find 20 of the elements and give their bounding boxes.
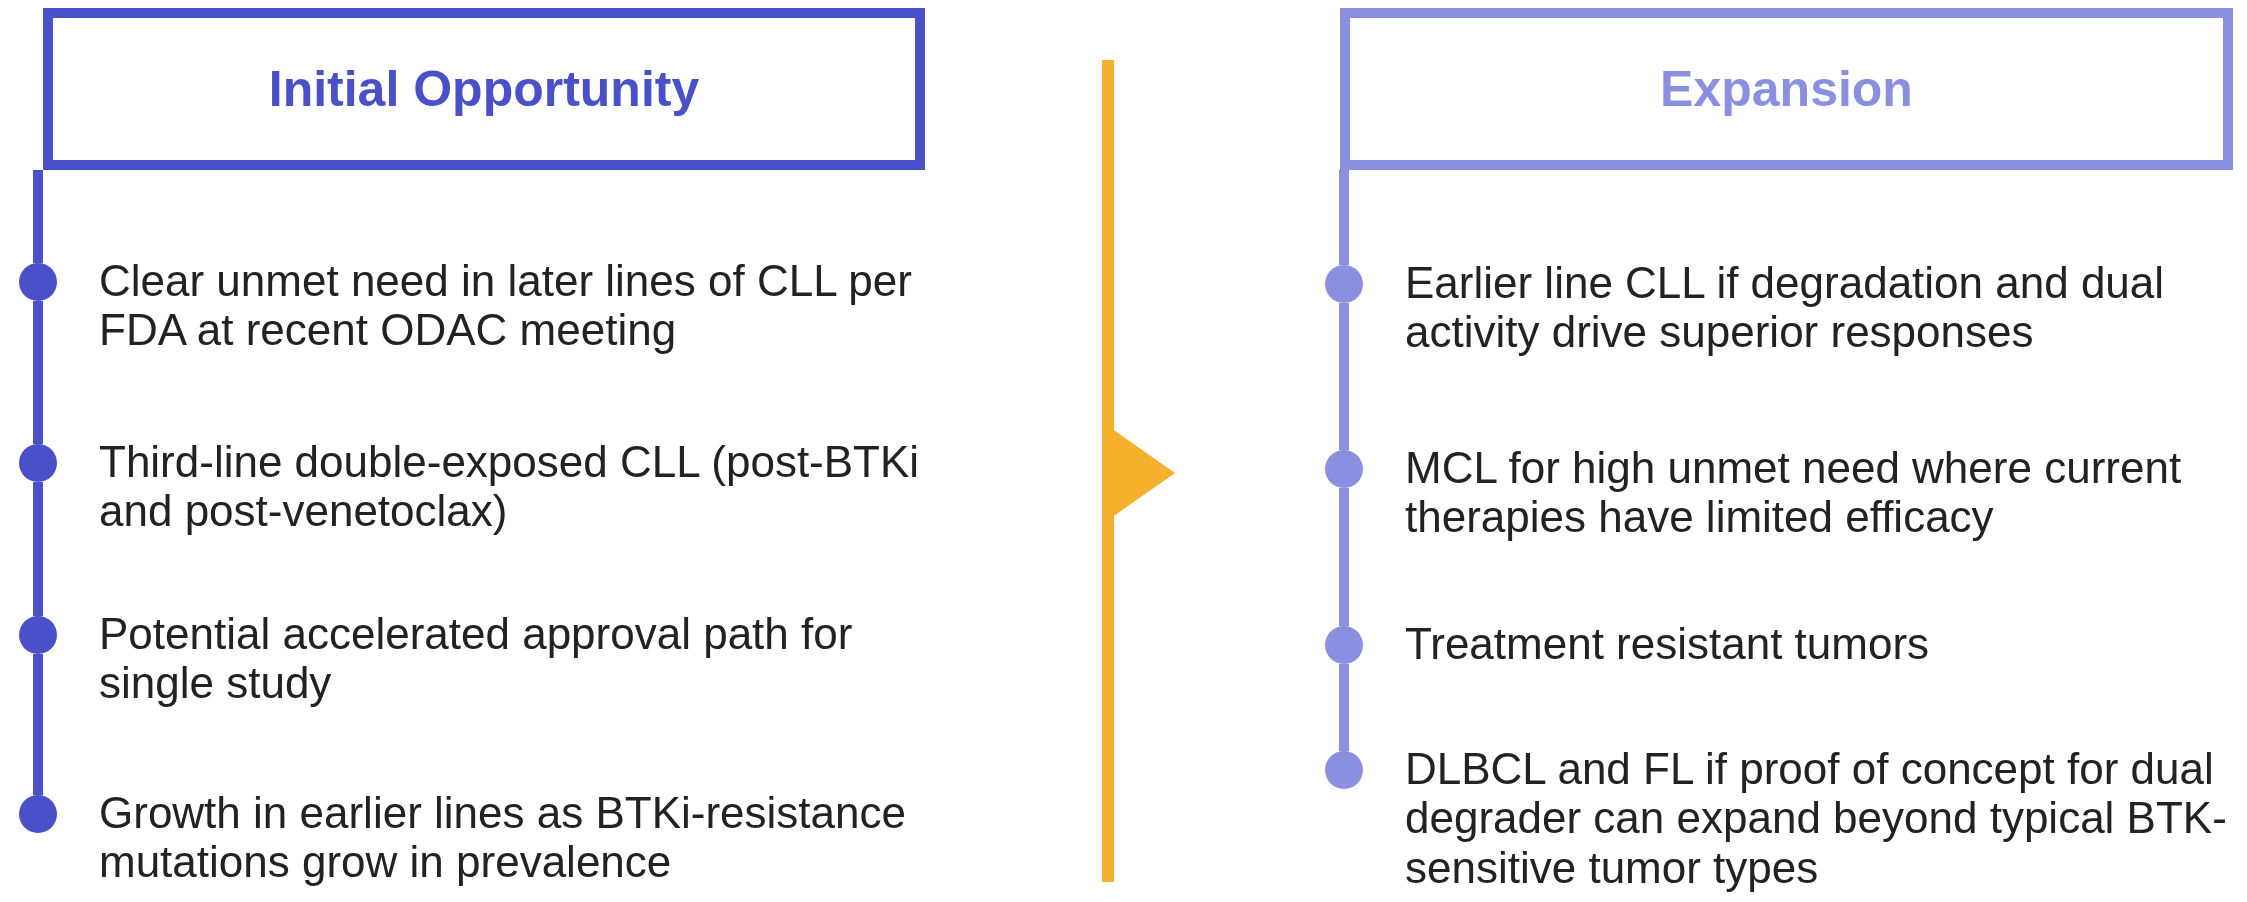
bullet-text: Earlier line CLL if degradation and dual activity drive superior responses <box>1405 258 2166 357</box>
heading-text: Initial Opportunity <box>268 60 700 118</box>
heading-box <box>1340 8 2233 170</box>
heading-box <box>43 8 925 170</box>
timeline-line <box>1339 488 1349 626</box>
timeline-line <box>33 482 43 616</box>
timeline-line <box>33 170 43 263</box>
bullet-text: Third-line double-exposed CLL (post-BTKi and post-venetoclax) <box>99 437 921 536</box>
timeline-line <box>1339 303 1349 450</box>
bullet-text: Potential accelerated approval path for single study <box>99 609 854 708</box>
timeline-line <box>1339 664 1349 751</box>
timeline-line <box>33 301 43 444</box>
bullet-text: MCL for high unmet need where current therapies have limited efficacy <box>1405 443 2183 542</box>
bullet-text: Treatment resistant tumors <box>1405 619 1931 669</box>
bullet-text: DLBCL and FL if proof of concept for dual degrader can expand beyond typical BTK-sensitive tumor types <box>1405 744 2228 892</box>
heading-text: Expansion <box>1660 60 1913 118</box>
timeline-line <box>33 654 43 795</box>
timeline-line <box>1339 170 1349 265</box>
bullet-text: Clear unmet need in later lines of CLL per FDA at recent ODAC meeting <box>99 256 913 355</box>
bullet-text: Growth in earlier lines as BTKi-resistance mutations grow in prevalence <box>99 788 907 887</box>
